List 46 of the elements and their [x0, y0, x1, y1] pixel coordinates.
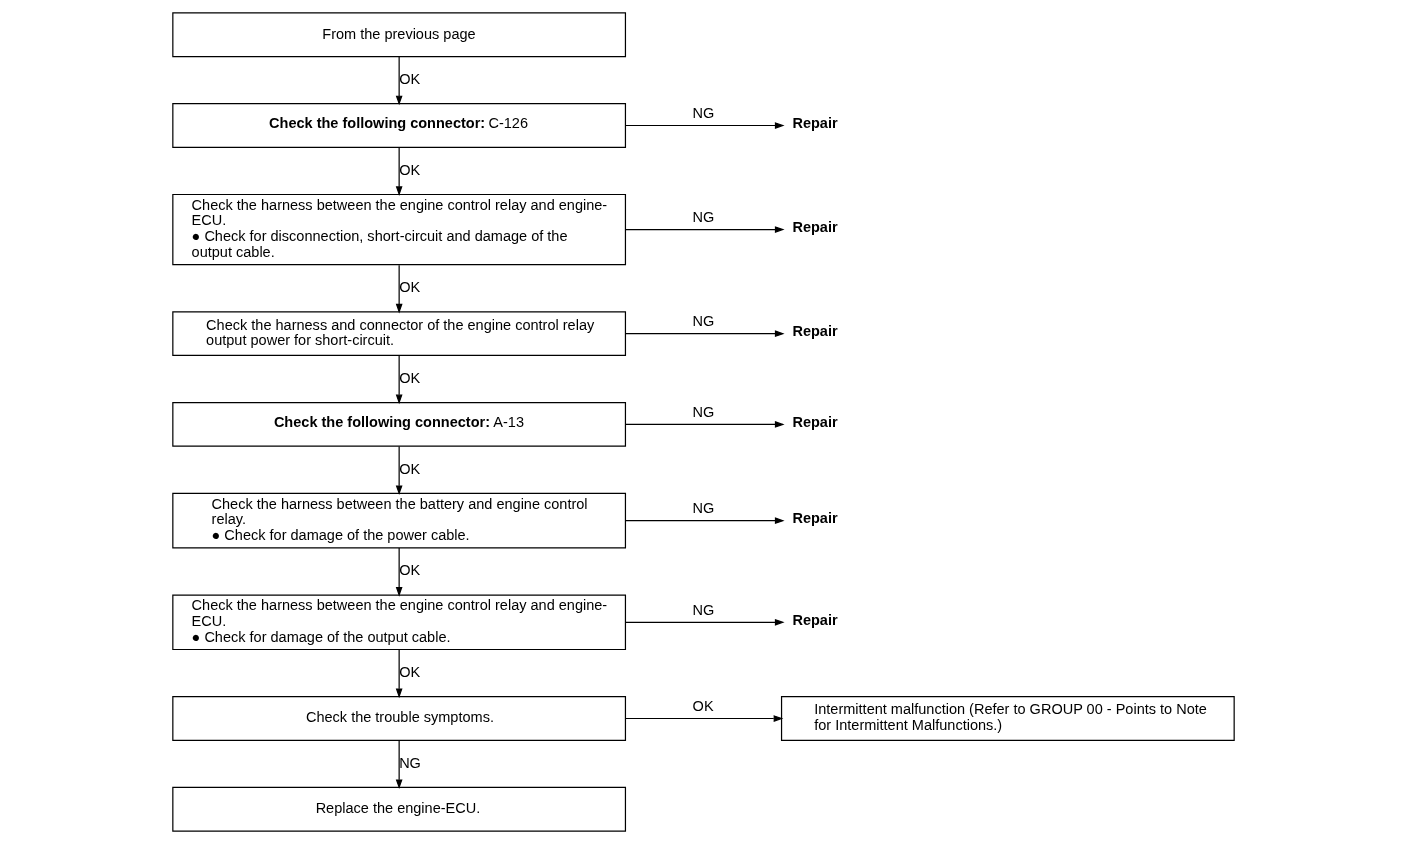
- node-box: Check the following connector: C-126: [172, 103, 627, 148]
- arrow: [624, 517, 785, 525]
- edge-label: OK: [399, 369, 421, 386]
- node-box: Intermittent malfunction (Refer to GROUP 00 - Points to Note for Intermittent Malfunctions.): [780, 696, 1235, 741]
- node-box: From the previous page: [172, 12, 627, 58]
- edge-label: OK: [399, 70, 421, 87]
- edge-label: OK: [399, 161, 421, 178]
- node-text: Repair: [792, 115, 838, 132]
- edge-label: NG: [692, 312, 715, 329]
- arrow: [395, 355, 403, 405]
- node-box: Check the harness and connector of the engine control relay output power for short-circuit.: [172, 311, 627, 357]
- node-text: Repair: [792, 510, 838, 527]
- arrow: [395, 445, 403, 496]
- node-box: Check the harness between the engine control relay and engine-ECU. ● Check for damage of the output cable.: [172, 594, 627, 651]
- edge-label: NG: [692, 403, 715, 420]
- node-text: Repair: [792, 323, 838, 340]
- arrow: [624, 618, 785, 626]
- node-text: Repair: [792, 219, 838, 236]
- edge-label: OK: [399, 460, 421, 477]
- arrow: [625, 715, 784, 722]
- edge-label: NG: [692, 208, 715, 225]
- node-text: Repair: [792, 413, 838, 430]
- arrow: [395, 547, 403, 597]
- arrow: [395, 649, 403, 699]
- arrow: [395, 147, 403, 196]
- edge-label: NG: [399, 754, 421, 771]
- edge-label: OK: [399, 663, 421, 680]
- node-box: Check the following connector: A-13: [172, 402, 627, 447]
- edge-label: OK: [399, 279, 421, 296]
- edge-label: NG: [692, 601, 715, 618]
- arrow: [624, 330, 785, 338]
- arrow: [395, 56, 403, 106]
- edge-label: OK: [692, 697, 714, 714]
- arrow: [624, 226, 785, 233]
- node-box: Check the harness between the engine control relay and engine-ECU. ● Check for disconnection, short-circuit and damage of the output cable.: [172, 193, 627, 266]
- arrow: [395, 740, 403, 790]
- node-box: Replace the engine-ECU.: [172, 786, 627, 832]
- arrow: [624, 421, 785, 428]
- arrow: [624, 122, 785, 129]
- node-box: Check the trouble symptoms.: [172, 696, 627, 741]
- edge-label: OK: [399, 562, 421, 579]
- edge-label: NG: [692, 104, 715, 121]
- edge-label: NG: [692, 499, 715, 516]
- arrow: [395, 264, 403, 314]
- node-box: Check the harness between the battery and engine control relay. ● Check for damage of the power cable.: [172, 492, 627, 549]
- node-text: Repair: [792, 611, 838, 628]
